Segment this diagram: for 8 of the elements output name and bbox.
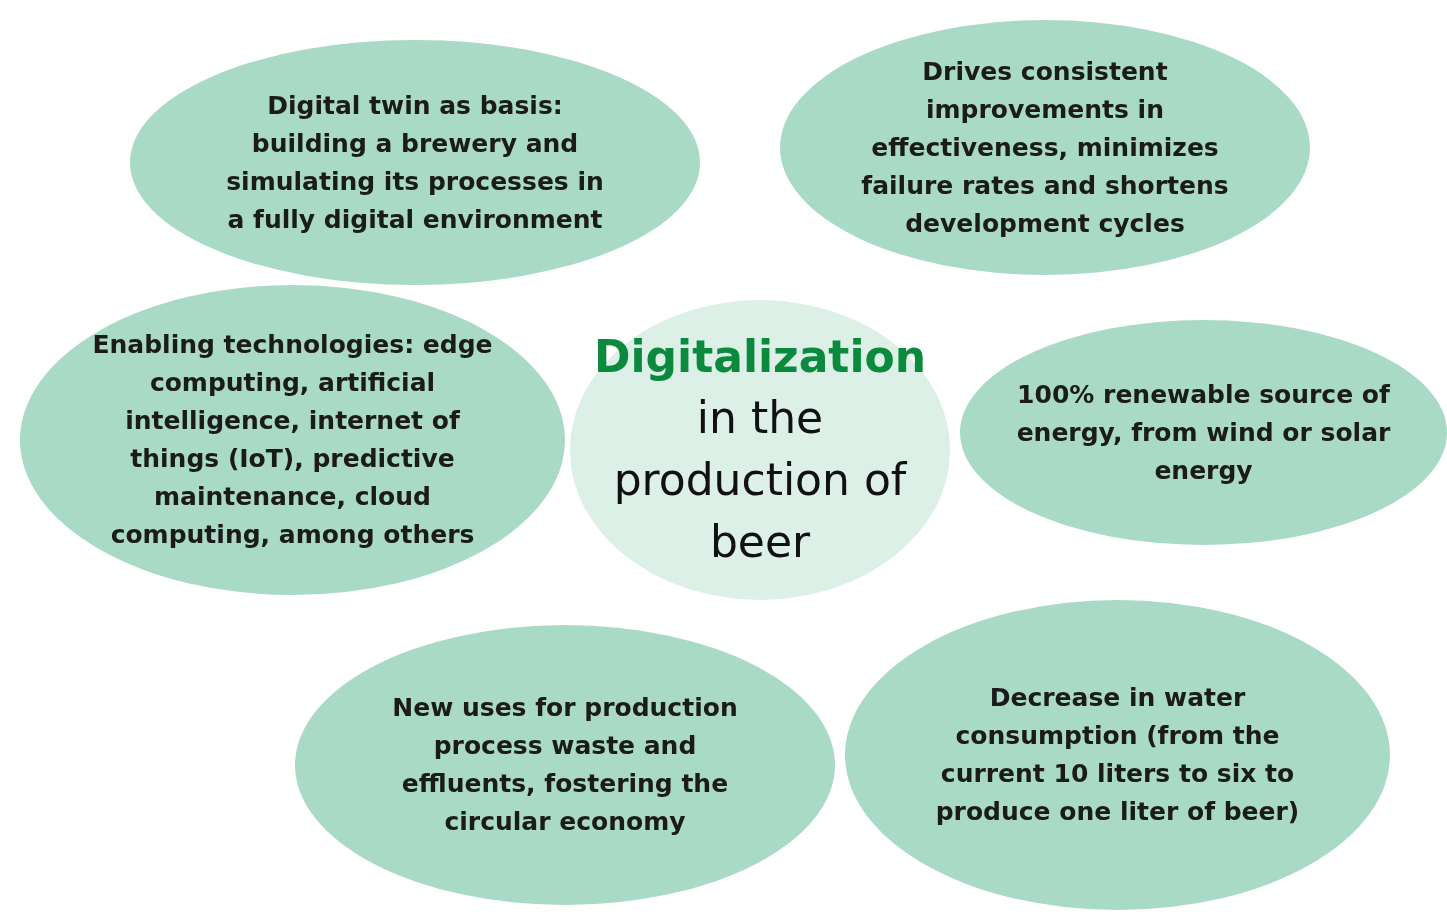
- bubble-text: Drives consistent improvements in effectiveness, minimizes failure rates and shortens development cycles: [860, 55, 1230, 240]
- bubble-text: Enabling technologies: edge computing, artificial intelligence, internet of things (IoT), predictive maintenance, cloud computing, among others: [91, 329, 494, 551]
- bubble-text: Decrease in water consumption (from the current 10 liters to six to produce one liter of beer): [934, 682, 1301, 828]
- bubble-text: 100% renewable source of energy, from wind or solar energy: [1015, 378, 1392, 487]
- subheading-text: in the production of beer: [612, 391, 908, 569]
- bubble-text: Digital twin as basis: building a brewery and simulating its processes in a fully digital environment: [225, 89, 605, 236]
- heading-text: Digitalization: [594, 330, 927, 384]
- bubble-text: New uses for production process waste and effluents, fostering the circular economy: [391, 692, 739, 838]
